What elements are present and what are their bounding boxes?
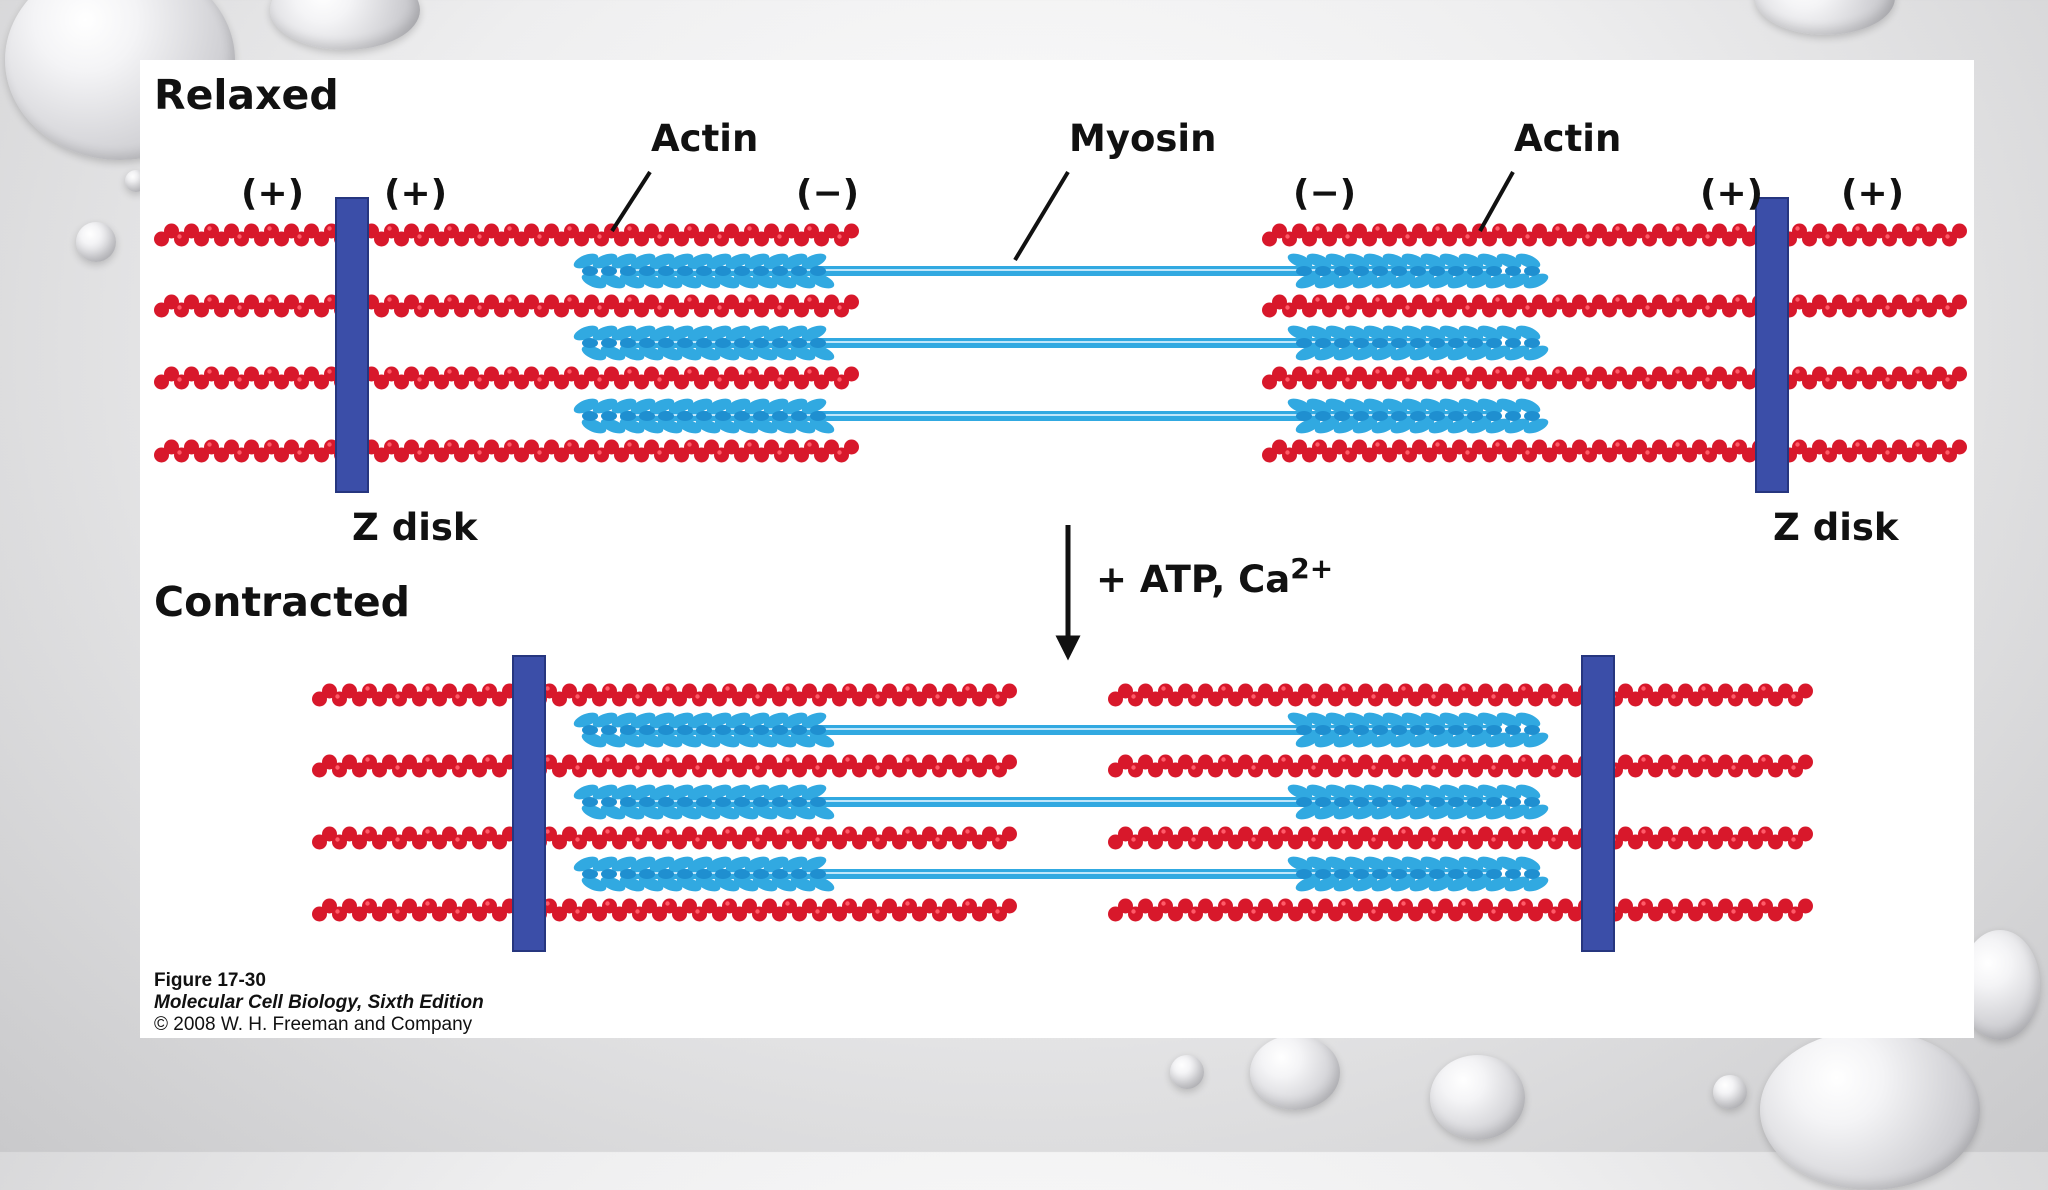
plus-end-label: (+) <box>1841 173 1904 214</box>
minus-end-label: (−) <box>796 173 859 214</box>
atp-calcium-label: + ATP, Ca2+ <box>1096 552 1333 601</box>
z-disk <box>1755 197 1789 493</box>
actin-filament <box>154 439 859 463</box>
water-drop <box>1755 0 1895 35</box>
myosin-filament <box>573 784 1549 820</box>
calcium-superscript: 2+ <box>1290 552 1333 585</box>
actin-filament <box>1108 898 1813 922</box>
actin-filament <box>1262 223 1967 247</box>
z-disk <box>335 197 369 493</box>
myosin-filament <box>573 856 1549 892</box>
myosin-filament <box>573 325 1549 361</box>
figure-number: Figure 17-30 <box>154 970 266 991</box>
plus-end-label: (+) <box>241 173 304 214</box>
actin-pointer-left <box>610 170 652 233</box>
sarcomere-diagram: Relaxed Contracted Actin Myosin Actin (+… <box>154 71 1967 952</box>
myosin-filament <box>573 712 1549 748</box>
z-disk-label-right: Z disk <box>1773 506 1900 549</box>
z-disk <box>512 655 546 952</box>
myosin-pointer <box>1013 170 1070 262</box>
actin-label-left: Actin <box>651 117 758 160</box>
myosin-filament <box>573 398 1549 434</box>
water-drop <box>1170 1055 1204 1089</box>
actin-filament <box>1108 826 1813 850</box>
z-disk <box>1581 655 1615 952</box>
contracted-heading: Contracted <box>154 578 410 626</box>
actin-filament <box>312 898 1017 922</box>
water-drop <box>1250 1035 1340 1110</box>
contracted-sarcomere <box>312 655 1813 952</box>
relaxed-heading: Relaxed <box>154 71 339 119</box>
plus-end-label: (+) <box>1700 173 1763 214</box>
book-title: Molecular Cell Biology, Sixth Edition <box>154 992 484 1013</box>
water-drop <box>270 0 420 50</box>
myosin-filament <box>573 253 1549 289</box>
actin-filament <box>154 294 859 318</box>
minus-end-label: (−) <box>1293 173 1356 214</box>
plus-end-label: (+) <box>384 173 447 214</box>
relaxed-sarcomere <box>154 197 1967 493</box>
actin-filament <box>312 683 1017 707</box>
water-drop <box>76 222 116 262</box>
actin-filament <box>154 223 859 247</box>
water-drop <box>1430 1055 1525 1140</box>
sarcomere-figure: Relaxed Contracted Actin Myosin Actin (+… <box>140 60 1974 1038</box>
actin-pointer-right <box>1478 171 1515 232</box>
water-drop <box>1713 1075 1747 1109</box>
actin-filament <box>154 366 859 390</box>
actin-label-right: Actin <box>1514 117 1621 160</box>
actin-filament <box>1108 683 1813 707</box>
actin-filament <box>1262 294 1967 318</box>
myosin-label: Myosin <box>1069 117 1216 160</box>
z-disk-label-left: Z disk <box>352 506 479 549</box>
actin-filament <box>1262 366 1967 390</box>
figure-caption: Figure 17-30 Molecular Cell Biology, Six… <box>154 970 484 1036</box>
actin-filament <box>312 826 1017 850</box>
stimulus-text: + ATP, Ca <box>1096 558 1290 601</box>
actin-filament <box>1262 439 1967 463</box>
actin-filament <box>1108 754 1813 778</box>
copyright-line: © 2008 W. H. Freeman and Company <box>154 1014 473 1035</box>
water-drop <box>1760 1030 1980 1190</box>
actin-filament <box>312 754 1017 778</box>
